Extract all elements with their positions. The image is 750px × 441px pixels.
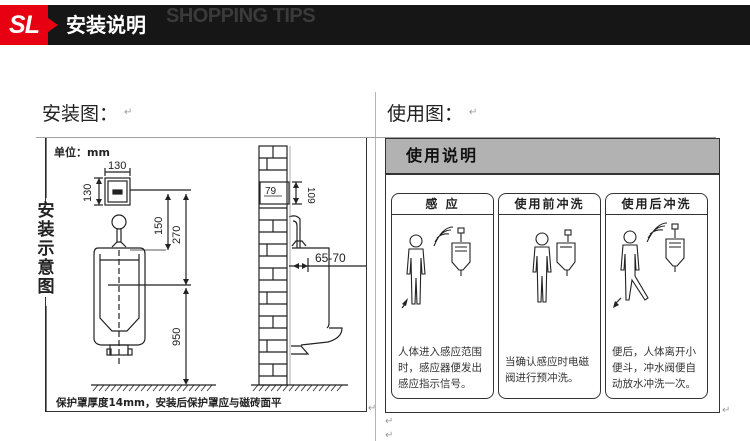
person-leaving-icon bbox=[613, 222, 685, 308]
svg-text:270: 270 bbox=[171, 226, 183, 244]
unit-label: 单位：mm bbox=[54, 146, 110, 159]
brand-logo: SL bbox=[0, 5, 48, 45]
svg-text:150: 150 bbox=[153, 217, 165, 235]
usage-header: 使用说明 bbox=[386, 139, 719, 175]
usage-header-title: 使用说明 bbox=[406, 146, 479, 165]
panel-title: 使用前冲洗 bbox=[499, 194, 600, 215]
panel-description: 人体进入感应范围时，感应器便发出感应指示信号。 bbox=[398, 346, 482, 390]
banner-subtitle: SHOPPING TIPS bbox=[166, 5, 316, 27]
installation-diagram: 单位：mm bbox=[37, 138, 367, 412]
banner-title: 安装说明 bbox=[66, 13, 146, 37]
svg-text:130: 130 bbox=[82, 184, 94, 202]
installation-drawing: 130 130 150 270 950 79 109 65-70 bbox=[45, 138, 366, 412]
usage-section-title: 使用图： bbox=[387, 103, 464, 125]
paragraph-mark-icon: ↵ bbox=[368, 403, 377, 414]
svg-text:65-70: 65-70 bbox=[315, 251, 346, 265]
header-banner: SL 安装说明 SHOPPING TIPS bbox=[0, 5, 750, 45]
usage-panel-post-flush: 使用后冲洗 便后，人体离开小便斗，冲水阀便自动放水冲洗一次。 bbox=[605, 193, 708, 399]
panel-description: 便后，人体离开小便斗，冲水阀便自动放水冲洗一次。 bbox=[612, 346, 696, 390]
panel-title: 感 应 bbox=[392, 194, 493, 215]
usage-panel-pre-flush: 使用前冲洗 当确认感应时电磁阀进行预冲洗。 bbox=[498, 193, 601, 399]
svg-text:109: 109 bbox=[305, 187, 316, 204]
installation-note: 保护罩厚度14mm，安装后保护罩应与磁砖面平 bbox=[56, 397, 282, 409]
svg-text:950: 950 bbox=[171, 328, 183, 346]
usage-diagram: 使用说明 感 应 人体进入感应范围时，感应器便发出感应指示信号。 使用前冲洗 bbox=[385, 138, 720, 413]
person-sensing-icon bbox=[401, 226, 471, 309]
vertical-label: 安装示意图 bbox=[37, 201, 55, 297]
panel-description: 当确认感应时电磁阀进行预冲洗。 bbox=[505, 356, 589, 384]
paragraph-mark-icon: ↵ bbox=[385, 416, 394, 427]
usage-panel-sensing: 感 应 人体进入感应范围时，感应器便发出感应指示信号。 bbox=[391, 193, 494, 399]
svg-text:130: 130 bbox=[108, 160, 126, 172]
paragraph-mark-icon: ↵ bbox=[385, 430, 394, 441]
table-row-divider bbox=[36, 137, 716, 138]
person-pre-flush-icon bbox=[532, 229, 576, 303]
paragraph-mark-icon: ↵ bbox=[124, 107, 133, 118]
install-section-title: 安装图： bbox=[42, 103, 119, 125]
table-column-divider bbox=[375, 92, 376, 441]
paragraph-mark-icon: ↵ bbox=[722, 405, 731, 416]
panel-title: 使用后冲洗 bbox=[606, 194, 707, 215]
play-arrow-icon bbox=[48, 18, 58, 32]
paragraph-mark-icon: ↵ bbox=[469, 107, 478, 118]
svg-text:79: 79 bbox=[265, 186, 277, 197]
